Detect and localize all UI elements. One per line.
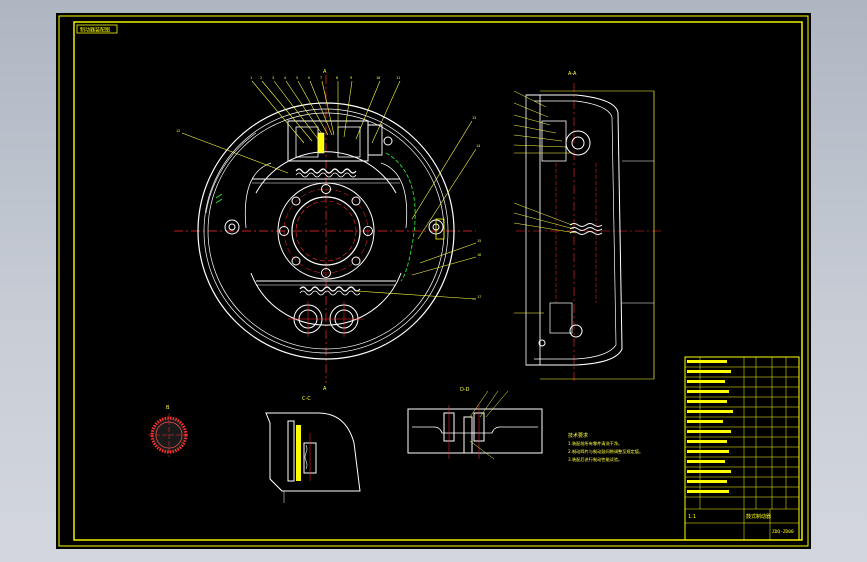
- title-drawing-name: 鼓式制动器: [746, 513, 771, 520]
- sheet-tag: 制动器装配图: [76, 24, 118, 34]
- section-aa-view: A-A: [513, 71, 662, 383]
- cad-viewport[interactable]: 制动器装配图 A A: [56, 13, 811, 549]
- svg-text:8: 8: [336, 76, 338, 80]
- title-block: [684, 356, 800, 541]
- svg-text:14: 14: [476, 144, 480, 148]
- notes-title: 技术要求: [568, 432, 588, 439]
- brake-assembly-drawing: 制动器装配图 A A: [58, 15, 809, 547]
- svg-text:10: 10: [376, 76, 380, 80]
- notes-line-1: 1.装配前所有零件清洗干净。: [568, 440, 622, 447]
- section-dd-view: D-D: [407, 387, 543, 460]
- notes-line-2: 2.制动蹄片与制动鼓间隙调整至规定值。: [568, 448, 643, 455]
- svg-text:3: 3: [272, 76, 274, 80]
- svg-text:6: 6: [308, 76, 310, 80]
- technical-notes: 技术要求 1.装配前所有零件清洗干净。 2.制动蹄片与制动鼓间隙调整至规定值。 …: [568, 432, 643, 463]
- svg-text:13: 13: [472, 116, 476, 120]
- spline-view: B: [148, 405, 190, 457]
- sheet-tag-text: 制动器装配图: [80, 27, 110, 34]
- section-cc-label: C-C: [302, 396, 311, 402]
- main-view: A A: [174, 69, 481, 392]
- title-scale: 1:1: [688, 514, 696, 520]
- svg-text:15: 15: [477, 239, 481, 243]
- inner-frame: [73, 21, 803, 541]
- svg-text:1: 1: [250, 76, 252, 80]
- outer-frame: [58, 15, 809, 547]
- section-aa-label: A-A: [568, 71, 577, 77]
- svg-text:11: 11: [396, 76, 400, 80]
- section-mark-bottom: A: [323, 386, 327, 392]
- section-mark-top: A: [323, 69, 327, 75]
- leader-lines: [181, 80, 477, 300]
- title-drawing-no: ZDQ-ZD00: [772, 529, 794, 535]
- section-cc-view: C-C: [265, 396, 361, 503]
- svg-text:5: 5: [296, 76, 298, 80]
- svg-text:16: 16: [477, 253, 481, 257]
- svg-text:12: 12: [176, 129, 180, 133]
- svg-text:2: 2: [260, 76, 262, 80]
- svg-text:7: 7: [320, 76, 322, 80]
- section-dd-label: D-D: [460, 387, 470, 393]
- section-b-label: B: [166, 405, 170, 411]
- notes-line-3: 3.装配后进行制动性能试验。: [568, 456, 622, 463]
- svg-text:4: 4: [284, 76, 286, 80]
- svg-text:17: 17: [477, 295, 481, 299]
- svg-text:9: 9: [350, 76, 352, 80]
